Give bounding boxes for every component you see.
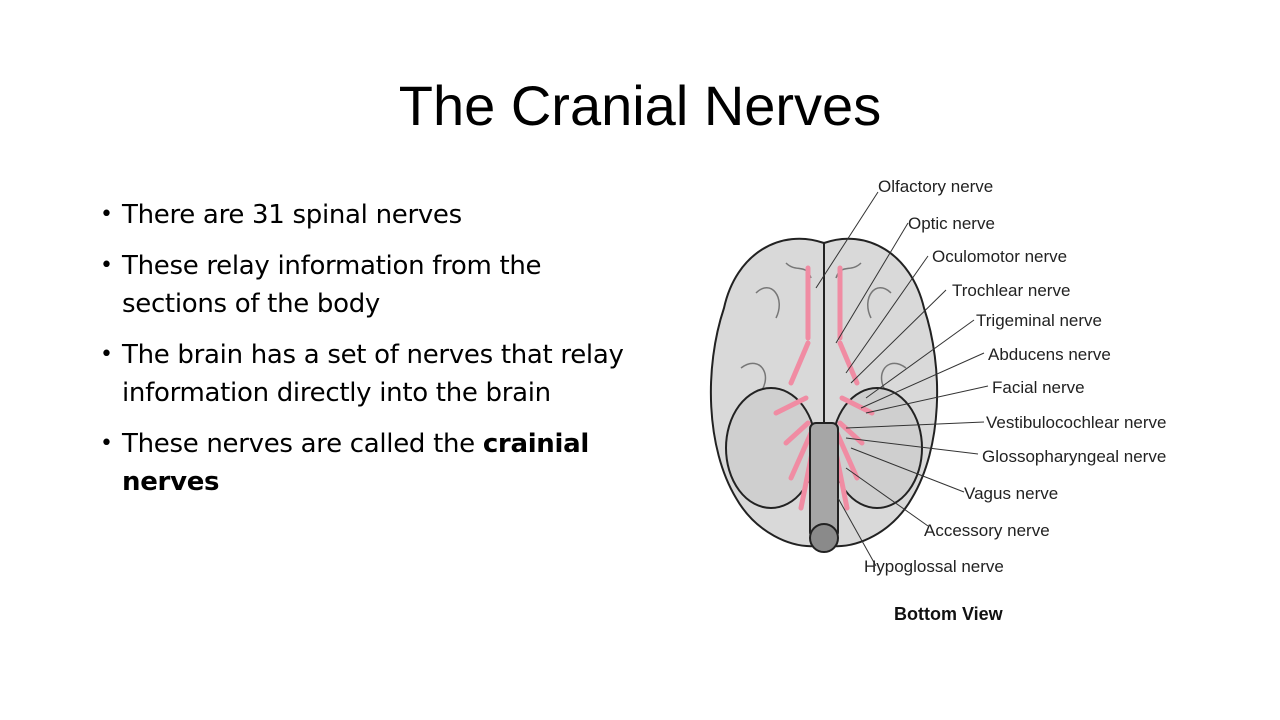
- spinal-cord-section: [809, 523, 839, 553]
- bullet-dot-icon: •: [100, 253, 113, 278]
- cranial-nerves-diagram: Olfactory nerve Optic nerve Oculomotor n…: [696, 168, 1236, 640]
- label-glossopharyngeal-nerve: Glossopharyngeal nerve: [982, 447, 1166, 466]
- slide-title: The Cranial Nerves: [398, 74, 882, 137]
- brain-illustration: Olfactory nerve Optic nerve Oculomotor n…: [709, 177, 1167, 624]
- bullet-item: •The brain has a set of nerves that rela…: [100, 336, 640, 412]
- label-oculomotor-nerve: Oculomotor nerve: [932, 247, 1067, 266]
- label-abducens-nerve: Abducens nerve: [988, 345, 1111, 364]
- label-vagus-nerve: Vagus nerve: [964, 484, 1058, 503]
- bullet-dot-icon: •: [100, 202, 113, 227]
- brainstem: [809, 422, 839, 539]
- label-trigeminal-nerve: Trigeminal nerve: [976, 311, 1102, 330]
- bullet-item: •These relay information from the sectio…: [100, 247, 640, 323]
- bullet-dot-icon: •: [100, 431, 113, 456]
- bullet-list: •There are 31 spinal nerves •These relay…: [100, 196, 640, 514]
- bullet-item: •These nerves are called the crainial ne…: [100, 425, 640, 501]
- label-vestibulocochlear-nerve: Vestibulocochlear nerve: [986, 413, 1167, 432]
- label-trochlear-nerve: Trochlear nerve: [952, 281, 1070, 300]
- leader-lines: [815, 191, 989, 567]
- bullet-dot-icon: •: [100, 342, 113, 367]
- bold-term: crainial nerves: [122, 429, 589, 497]
- label-accessory-nerve: Accessory nerve: [924, 521, 1050, 540]
- label-hypoglossal-nerve: Hypoglossal nerve: [864, 557, 1004, 576]
- bullet-item: •There are 31 spinal nerves: [100, 196, 640, 234]
- label-facial-nerve: Facial nerve: [992, 378, 1085, 397]
- diagram-caption: Bottom View: [894, 604, 1004, 624]
- label-olfactory-nerve: Olfactory nerve: [878, 177, 993, 196]
- label-optic-nerve: Optic nerve: [908, 214, 995, 233]
